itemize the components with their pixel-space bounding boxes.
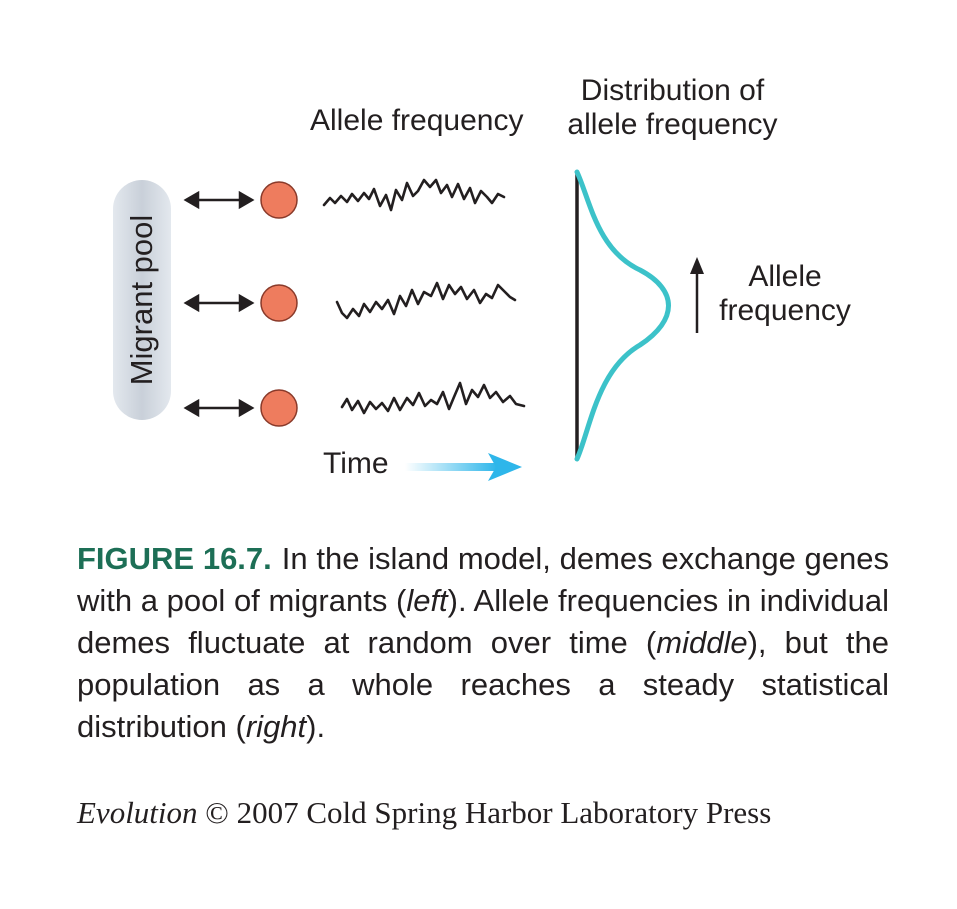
allele-frequency-axis-label: Allele frequency — [719, 260, 851, 327]
migrant-pool — [113, 180, 171, 420]
allele-frequency-title: Allele frequency — [310, 104, 524, 137]
figure-caption: FIGURE 16.7.In the island model, demes e… — [77, 538, 889, 748]
allele-trace-2 — [335, 281, 517, 320]
caption-text-1: In the island model, demes exchange gene… — [77, 541, 889, 618]
allele-trace-3 — [340, 381, 526, 415]
allele-frequency-up-arrow — [690, 257, 704, 333]
deme-circle-1 — [260, 181, 298, 219]
distribution-title: Distribution of allele frequency — [567, 74, 778, 141]
time-arrow — [405, 453, 522, 481]
exchange-arrows — [183, 190, 255, 418]
time-label: Time — [323, 447, 389, 480]
distribution-curve — [574, 169, 671, 462]
exchange-arrow-2 — [183, 293, 255, 313]
caption-right-word: right — [245, 709, 307, 744]
exchange-arrow-3 — [183, 398, 255, 418]
deme-circle-2 — [260, 284, 298, 322]
caption-left-word: left — [406, 583, 448, 618]
caption-text-2: ). Allele frequencies in individual deme… — [77, 583, 889, 660]
island-model-diagram: Migrant pool — [113, 74, 851, 481]
caption-middle-word: middle — [656, 625, 748, 660]
allele-traces — [322, 178, 526, 415]
credit-text: © 2007 Cold Spring Harbor Laboratory Pre… — [197, 795, 772, 830]
caption-text-3: ), but the population as a whole reaches… — [77, 625, 889, 744]
deme-circle-3 — [260, 389, 298, 427]
exchange-arrow-1 — [183, 190, 255, 210]
diagram-graphics — [183, 169, 704, 481]
allele-trace-1 — [322, 178, 506, 212]
caption-text-4: ). — [306, 709, 326, 744]
credit-book-title: Evolution — [77, 795, 198, 830]
figure-number: FIGURE 16.7. — [77, 541, 272, 576]
copyright-credit: Evolution © 2007 Cold Spring Harbor Labo… — [77, 795, 771, 831]
